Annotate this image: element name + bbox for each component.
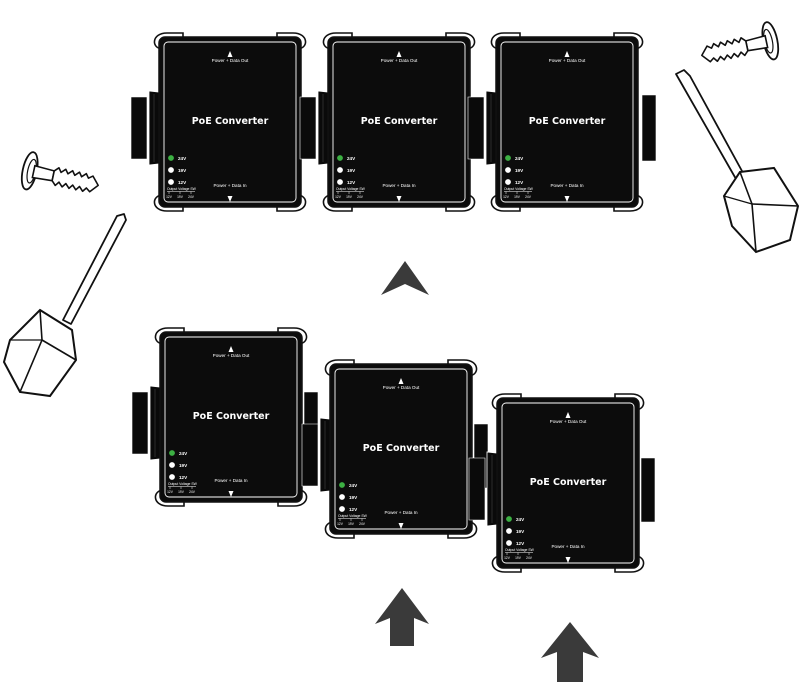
switch-value: 12V: [167, 490, 174, 494]
port-in-label: Power + Data In: [550, 183, 584, 188]
port-in-label: Power + Data In: [214, 478, 248, 483]
screw-icon: [701, 21, 780, 63]
port-out-label: Power + Data Out: [212, 58, 249, 63]
switch-value: 24V: [525, 195, 532, 199]
device-title: PoE Converter: [530, 477, 607, 488]
switch-title: Output Voltage SW: [505, 548, 535, 552]
port-in-label: Power + Data In: [213, 183, 247, 188]
switch-value: 19V: [177, 195, 184, 199]
device-title: PoE Converter: [363, 443, 440, 454]
switch-title: Output Voltage SW: [168, 482, 198, 486]
switch-value: 24V: [188, 195, 195, 199]
port-in-label: Power + Data In: [382, 183, 416, 188]
led-label-19v: 19V: [516, 529, 525, 534]
led-label-12v: 12V: [178, 180, 187, 185]
switch-title: Output Voltage SW: [336, 187, 366, 191]
switch-value: 19V: [178, 490, 185, 494]
switch-value: 24V: [357, 195, 364, 199]
switch-title: Output Voltage SW: [167, 187, 197, 191]
led-label-19v: 19V: [347, 168, 356, 173]
led-label-12v: 12V: [179, 475, 188, 480]
led-label-24v: 24V: [178, 156, 187, 161]
switch-value: 19V: [514, 195, 521, 199]
led-label-12v: 12V: [349, 507, 358, 512]
switch-value: 19V: [515, 556, 522, 560]
switch-value: 12V: [335, 195, 342, 199]
poe-converter-unit: PoE Converter Power + Data Out Power + D…: [131, 327, 319, 507]
port-out-label: Power + Data Out: [213, 353, 250, 358]
device-title: PoE Converter: [193, 411, 270, 422]
led-label-19v: 19V: [179, 463, 188, 468]
switch-value: 12V: [503, 195, 510, 199]
led-label-12v: 12V: [515, 180, 524, 185]
port-out-label: Power + Data Out: [550, 419, 587, 424]
led-label-12v: 12V: [347, 180, 356, 185]
screwdriver-icon: [675, 69, 800, 254]
led-label-19v: 19V: [515, 168, 524, 173]
port-in-label: Power + Data In: [384, 510, 418, 515]
port-out-label: Power + Data Out: [549, 58, 586, 63]
poe-converter-unit: PoE Converter Power + Data Out Power + D…: [130, 32, 307, 212]
switch-value: 19V: [346, 195, 353, 199]
port-out-label: Power + Data Out: [381, 58, 418, 63]
poe-converter-unit: PoE Converter Power + Data Out Power + D…: [299, 32, 476, 212]
switch-title: Output Voltage SW: [338, 514, 368, 518]
led-label-19v: 19V: [178, 168, 187, 173]
led-label-24v: 24V: [515, 156, 524, 161]
screw-icon: [20, 151, 99, 193]
device-title: PoE Converter: [361, 116, 438, 127]
chevron-up-icon: [381, 261, 429, 295]
led-label-12v: 12V: [516, 541, 525, 546]
arrow-up-icon: [375, 588, 429, 646]
switch-value: 24V: [189, 490, 196, 494]
device-title: PoE Converter: [529, 116, 606, 127]
switch-value: 19V: [348, 522, 355, 526]
switch-title: Output Voltage SW: [504, 187, 534, 191]
screwdriver-icon: [2, 213, 127, 398]
led-label-24v: 24V: [349, 483, 358, 488]
switch-value: 12V: [504, 556, 511, 560]
switch-value: 24V: [359, 522, 366, 526]
led-label-19v: 19V: [349, 495, 358, 500]
poe-converter-unit: PoE Converter Power + Data Out Power + D…: [467, 32, 657, 212]
led-label-24v: 24V: [347, 156, 356, 161]
switch-value: 12V: [166, 195, 173, 199]
poe-converter-unit: PoE Converter Power + Data Out Power + D…: [468, 393, 656, 573]
switch-value: 24V: [526, 556, 533, 560]
poe-converter-unit: PoE Converter Power + Data Out Power + D…: [301, 359, 489, 539]
port-out-label: Power + Data Out: [383, 385, 420, 390]
switch-value: 12V: [337, 522, 344, 526]
led-label-24v: 24V: [516, 517, 525, 522]
led-label-24v: 24V: [179, 451, 188, 456]
arrow-up-icon: [541, 622, 599, 682]
port-in-label: Power + Data In: [551, 544, 585, 549]
device-title: PoE Converter: [192, 116, 269, 127]
